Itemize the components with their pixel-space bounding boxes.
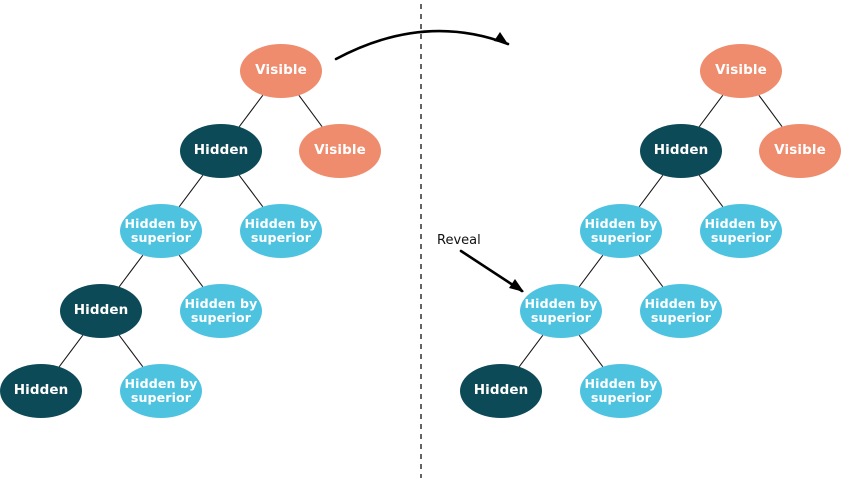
- tree-node-label: Visible: [715, 62, 767, 79]
- tree-node-hidden-by-superior[interactable]: Hidden by superior: [580, 364, 662, 418]
- tree-node-label: Hidden by superior: [524, 295, 598, 325]
- tree-edge: [638, 174, 664, 208]
- tree-node-hidden-by-superior[interactable]: Hidden by superior: [640, 284, 722, 338]
- tree-node-label: Hidden by superior: [584, 375, 658, 405]
- tree-node-hidden-by-superior[interactable]: Hidden by superior: [180, 284, 262, 338]
- tree-node-label: Hidden by superior: [704, 215, 778, 245]
- tree-edge: [178, 174, 204, 208]
- tree-node-hidden-by-superior[interactable]: Hidden by superior: [240, 204, 322, 258]
- tree-node-label: Hidden: [193, 142, 249, 159]
- tree-node-visible[interactable]: Visible: [240, 44, 322, 98]
- tree-node-visible[interactable]: Visible: [700, 44, 782, 98]
- tree-node-label: Hidden by superior: [184, 295, 258, 325]
- transform-arrow-head: [494, 32, 508, 44]
- tree-node-label: Visible: [314, 142, 366, 159]
- tree-node-label: Hidden by superior: [244, 215, 318, 245]
- tree-node-label: Visible: [255, 62, 307, 79]
- tree-node-hidden[interactable]: Hidden: [0, 364, 82, 418]
- tree-node-hidden-by-superior[interactable]: Hidden by superior: [580, 204, 662, 258]
- reveal-arrow-head: [509, 279, 524, 292]
- tree-node-label: Hidden by superior: [124, 215, 198, 245]
- tree-node-label: Hidden by superior: [124, 375, 198, 405]
- tree-node-visible[interactable]: Visible: [759, 124, 841, 178]
- tree-edge: [578, 254, 604, 288]
- tree-node-label: Hidden: [73, 302, 129, 319]
- tree-node-label: Hidden: [473, 382, 529, 399]
- tree-edge: [58, 334, 84, 368]
- tree-node-hidden-by-superior[interactable]: Hidden by superior: [700, 204, 782, 258]
- tree-edge: [638, 254, 664, 288]
- tree-node-hidden[interactable]: Hidden: [640, 124, 722, 178]
- tree-edge: [238, 94, 264, 128]
- tree-node-hidden-by-superior[interactable]: Hidden by superior: [120, 204, 202, 258]
- tree-node-hidden[interactable]: Hidden: [460, 364, 542, 418]
- reveal-label: Reveal: [437, 233, 481, 248]
- transform-arrow-line: [334, 29, 510, 61]
- reveal-arrow-line: [459, 249, 524, 293]
- tree-edge: [298, 94, 323, 128]
- tree-node-hidden-by-superior[interactable]: Hidden by superior: [520, 284, 602, 338]
- tree-node-visible[interactable]: Visible: [299, 124, 381, 178]
- tree-edge: [238, 174, 264, 208]
- tree-node-label: Hidden: [13, 382, 69, 399]
- tree-edge: [518, 334, 544, 368]
- tree-edge: [578, 334, 604, 368]
- tree-edge: [118, 334, 144, 368]
- tree-node-label: Hidden by superior: [644, 295, 718, 325]
- tree-edge: [118, 254, 144, 288]
- tree-node-label: Hidden: [653, 142, 709, 159]
- tree-edge: [698, 94, 724, 128]
- tree-edge: [698, 174, 724, 208]
- tree-node-hidden[interactable]: Hidden: [180, 124, 262, 178]
- tree-node-label: Hidden by superior: [584, 215, 658, 245]
- tree-node-label: Visible: [774, 142, 826, 159]
- tree-edge: [758, 94, 783, 128]
- tree-node-hidden-by-superior[interactable]: Hidden by superior: [120, 364, 202, 418]
- tree-node-hidden[interactable]: Hidden: [60, 284, 142, 338]
- tree-edge: [178, 254, 204, 288]
